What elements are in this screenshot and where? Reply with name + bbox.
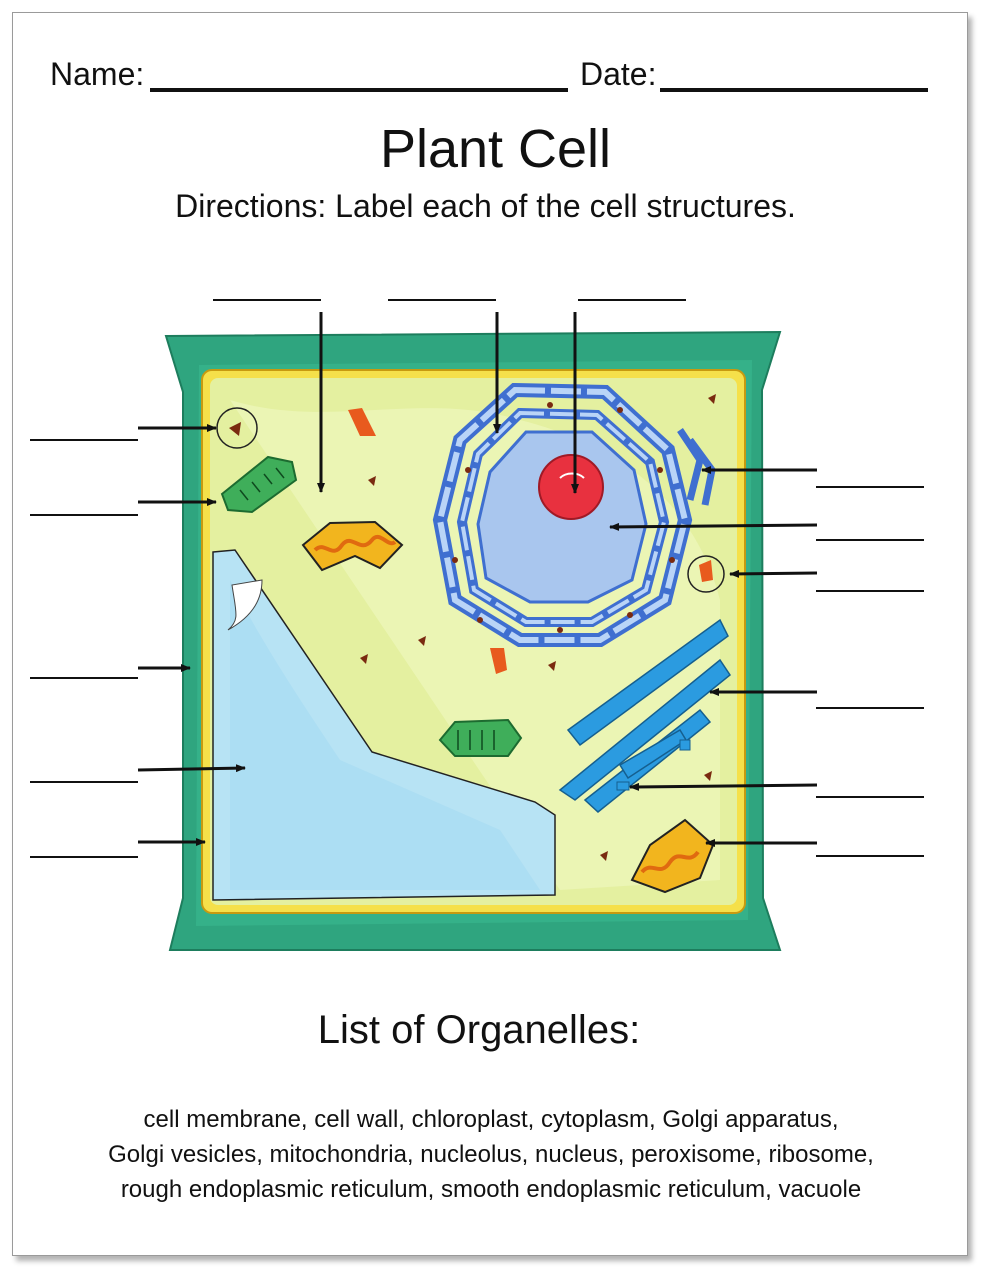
chloroplast [438, 718, 523, 757]
golgi-vesicle [679, 739, 691, 751]
organelle-list-title: List of Organelles: [317, 1008, 641, 1052]
ribosomes [229, 394, 716, 861]
name-answer-line[interactable] [150, 88, 568, 92]
name-label: Name: [50, 56, 145, 92]
organelle-list-line: cell membrane, cell wall, chloroplast, c… [143, 1106, 839, 1133]
answer-blanks [30, 299, 924, 858]
peroxisome [348, 408, 376, 436]
golgi-vesicle [616, 781, 630, 791]
pointer-arrows [137, 312, 818, 847]
golgi-apparatus [566, 618, 729, 747]
vacuole-crescent [227, 579, 263, 631]
er-ribosomes [452, 402, 675, 633]
page-title: Plant Cell [379, 119, 612, 179]
date-answer-line[interactable] [660, 88, 928, 92]
date-label: Date: [580, 56, 657, 92]
peroxisome [490, 648, 507, 674]
peroxisome [699, 560, 713, 582]
nucleolus [538, 454, 604, 520]
directions-text: Directions: Label each of the cell struc… [175, 188, 796, 224]
mitochondria [301, 520, 404, 572]
organelle-list-line: rough endoplasmic reticulum, smooth endo… [120, 1176, 862, 1203]
organelle-list-line: Golgi vesicles, mitochondria, nucleolus,… [108, 1141, 874, 1168]
